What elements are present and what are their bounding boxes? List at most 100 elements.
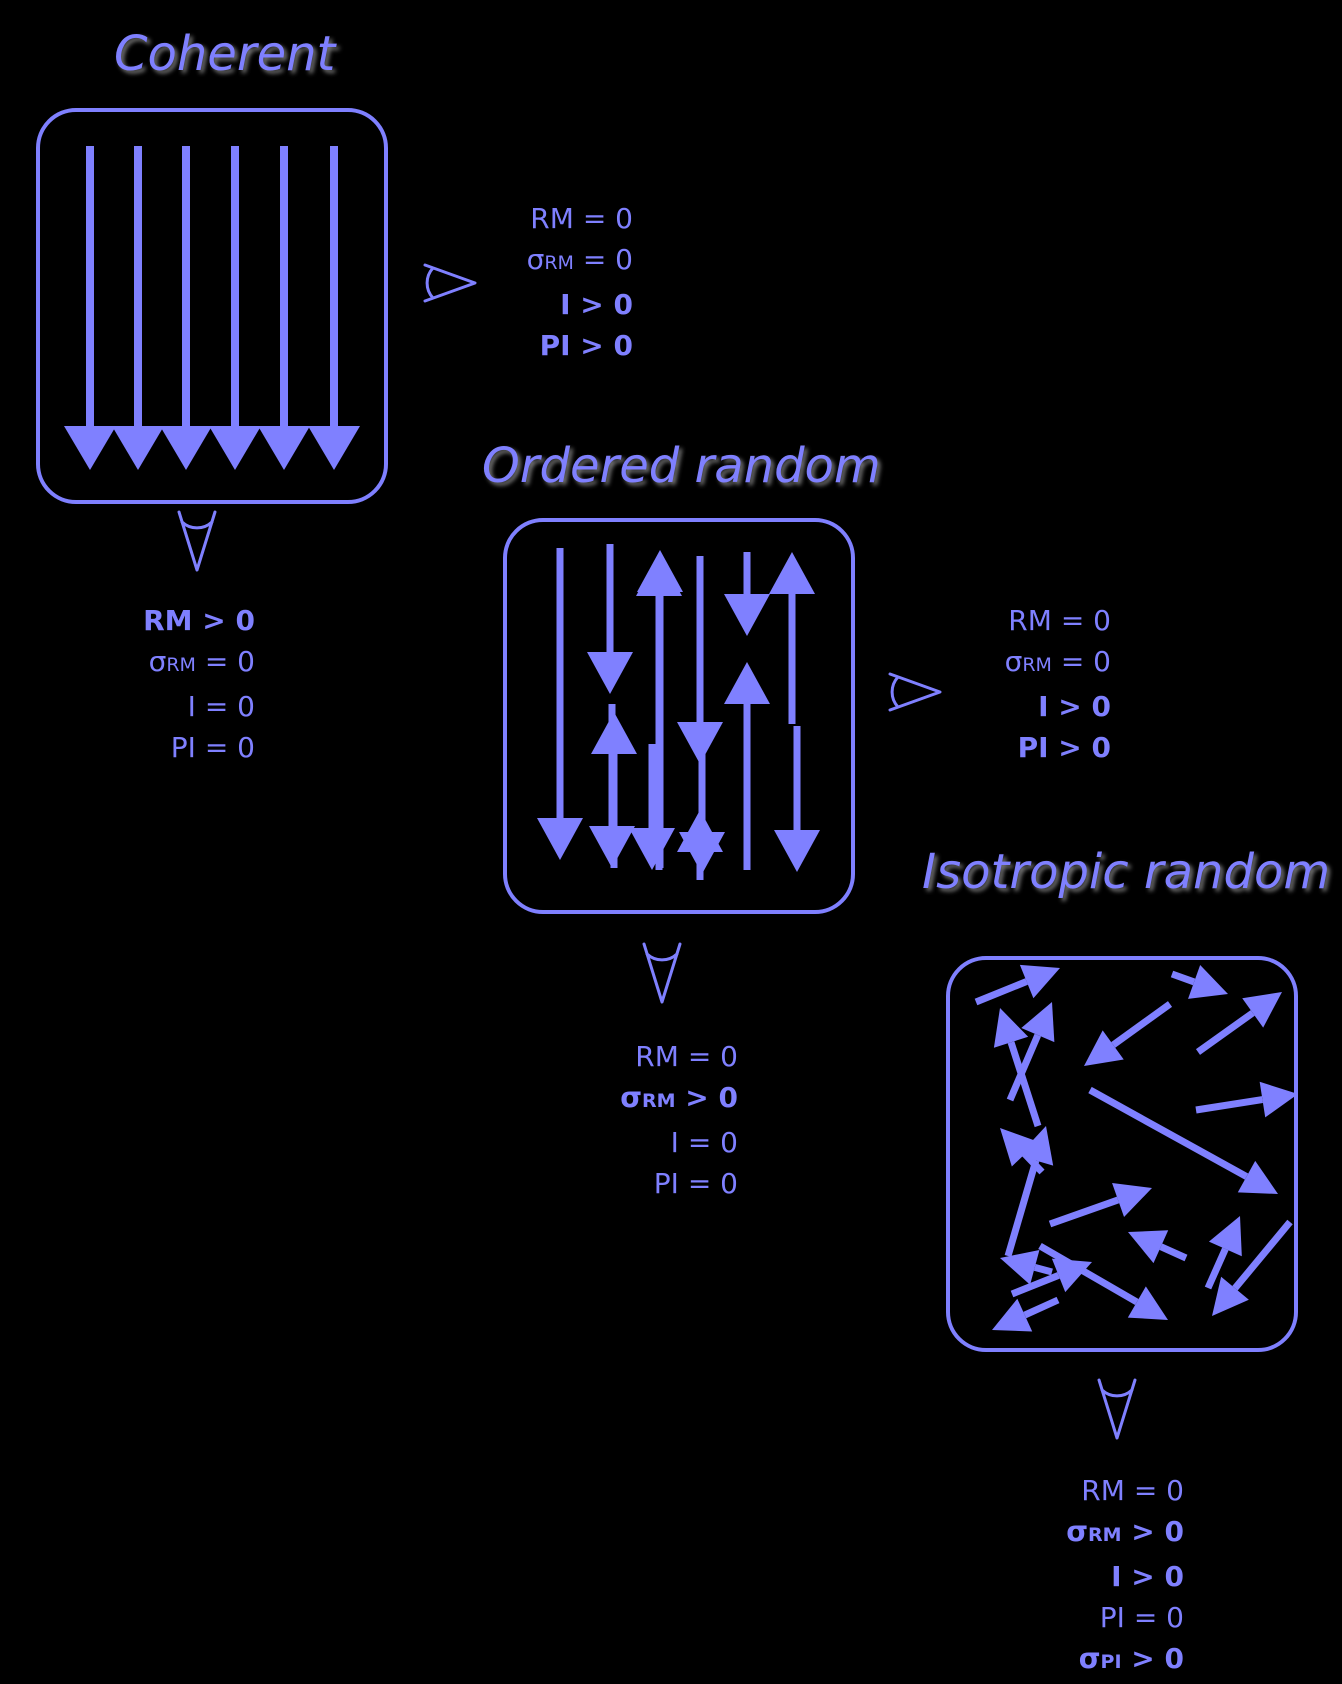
field-arrow: [1128, 1230, 1188, 1264]
field-arrow: [993, 1008, 1042, 1128]
stat-symbol: I: [1038, 690, 1049, 723]
field-arrow: [258, 146, 310, 470]
field-arrow: [64, 146, 116, 470]
stat-symbol: I: [187, 690, 196, 723]
field-arrow: [1004, 1126, 1054, 1257]
stat-line: I = 0: [35, 686, 255, 727]
stat-relation: = 0: [195, 731, 255, 764]
stat-symbol: RM: [530, 202, 574, 235]
stat-line: PI = 0: [964, 1597, 1184, 1638]
stat-line: σRM > 0: [518, 1077, 738, 1122]
stat-symbol: PI: [1099, 1601, 1125, 1634]
stat-symbol: I: [670, 1126, 679, 1159]
stat-line: σRM = 0: [413, 239, 633, 284]
stat-relation: > 0: [1048, 731, 1111, 764]
field-arrow: [769, 552, 815, 724]
stat-line: I > 0: [891, 686, 1111, 727]
stat-symbol: RM: [1008, 604, 1052, 637]
stat-relation: = 0: [195, 645, 255, 678]
field-arrow: [724, 662, 770, 870]
field-arrow: [629, 744, 675, 870]
stat-line: RM > 0: [35, 600, 255, 641]
stat-relation: = 0: [195, 690, 255, 723]
stat-line: σRM = 0: [35, 641, 255, 686]
stat-relation: = 0: [1124, 1601, 1184, 1634]
field-arrow: [1010, 1258, 1092, 1298]
stat-subscript: RM: [642, 1090, 676, 1112]
coherent-field-arrows: [64, 146, 360, 470]
stat-relation: > 0: [1121, 1515, 1184, 1548]
stat-subscript: PI: [1100, 1651, 1122, 1673]
stat-relation: = 0: [1051, 645, 1111, 678]
stat-symbol: PI: [1017, 731, 1049, 764]
field-arrow: [1006, 1002, 1055, 1102]
isotropic-random-field-box: [946, 956, 1298, 1352]
field-arrow: [112, 146, 164, 470]
ordered-random-field-arrows: [537, 544, 820, 880]
stat-symbol: σ: [1004, 645, 1023, 678]
eye-icon: [888, 672, 942, 712]
stat-symbol: I: [1111, 1560, 1122, 1593]
field-arrow: [1048, 1183, 1152, 1228]
stat-line: σRM = 0: [891, 641, 1111, 686]
field-arrow: [160, 146, 212, 470]
field-arrow: [209, 146, 261, 470]
isotropic-random-field-arrows: [974, 964, 1298, 1332]
stat-symbol: PI: [539, 329, 571, 362]
stat-symbol: σ: [1078, 1642, 1101, 1675]
stat-relation: > 0: [570, 288, 633, 321]
field-arrow: [1088, 1086, 1278, 1194]
field-arrow: [587, 544, 633, 694]
stat-relation: = 0: [678, 1040, 738, 1073]
eye-icon: [642, 942, 682, 1004]
coherent-field-box: [36, 108, 388, 504]
stat-line: PI > 0: [413, 325, 633, 366]
field-arrow: [1038, 1242, 1168, 1320]
stat-relation: > 0: [570, 329, 633, 362]
stat-subscript: RM: [1088, 1524, 1122, 1546]
ordered-random-field-box: [503, 518, 855, 914]
field-arrow: [992, 1296, 1060, 1332]
stat-symbol: I: [560, 288, 571, 321]
stat-relation: > 0: [1121, 1642, 1184, 1675]
eye-icon: [177, 510, 217, 572]
stat-symbol: σ: [620, 1081, 642, 1114]
field-arrow: [774, 726, 820, 872]
stat-symbol: RM: [635, 1040, 679, 1073]
stat-relation: > 0: [675, 1081, 738, 1114]
stat-relation: = 0: [678, 1167, 738, 1200]
eye-icon: [423, 263, 477, 303]
field-arrow: [1212, 1219, 1293, 1316]
field-arrow: [1084, 1001, 1173, 1066]
stat-subscript: RM: [1022, 654, 1052, 676]
stat-symbol: σ: [148, 645, 167, 678]
stat-line: PI = 0: [35, 727, 255, 768]
stat-line: I = 0: [518, 1122, 738, 1163]
stat-line: PI = 0: [518, 1163, 738, 1204]
stat-relation: = 0: [1124, 1474, 1184, 1507]
field-arrow: [1195, 1081, 1298, 1118]
stat-relation: > 0: [192, 604, 255, 637]
field-arrow: [677, 556, 723, 764]
stat-relation: = 0: [573, 202, 633, 235]
field-arrow: [1170, 964, 1228, 999]
stat-subscript: RM: [544, 252, 574, 274]
stat-subscript: RM: [166, 654, 196, 676]
stat-line: PI > 0: [891, 727, 1111, 768]
stat-relation: > 0: [1048, 690, 1111, 723]
field-arrow: [537, 548, 583, 860]
stat-relation: = 0: [678, 1126, 738, 1159]
field-arrow: [1195, 992, 1282, 1055]
title-ordered-random: Ordered random: [482, 438, 881, 494]
field-arrow: [1204, 1216, 1242, 1290]
stat-symbol: σ: [1066, 1515, 1088, 1548]
field-arrow: [974, 964, 1060, 1006]
stat-line: RM = 0: [518, 1036, 738, 1077]
stat-symbol: σ: [526, 243, 545, 276]
eye-icon: [1097, 1378, 1137, 1440]
